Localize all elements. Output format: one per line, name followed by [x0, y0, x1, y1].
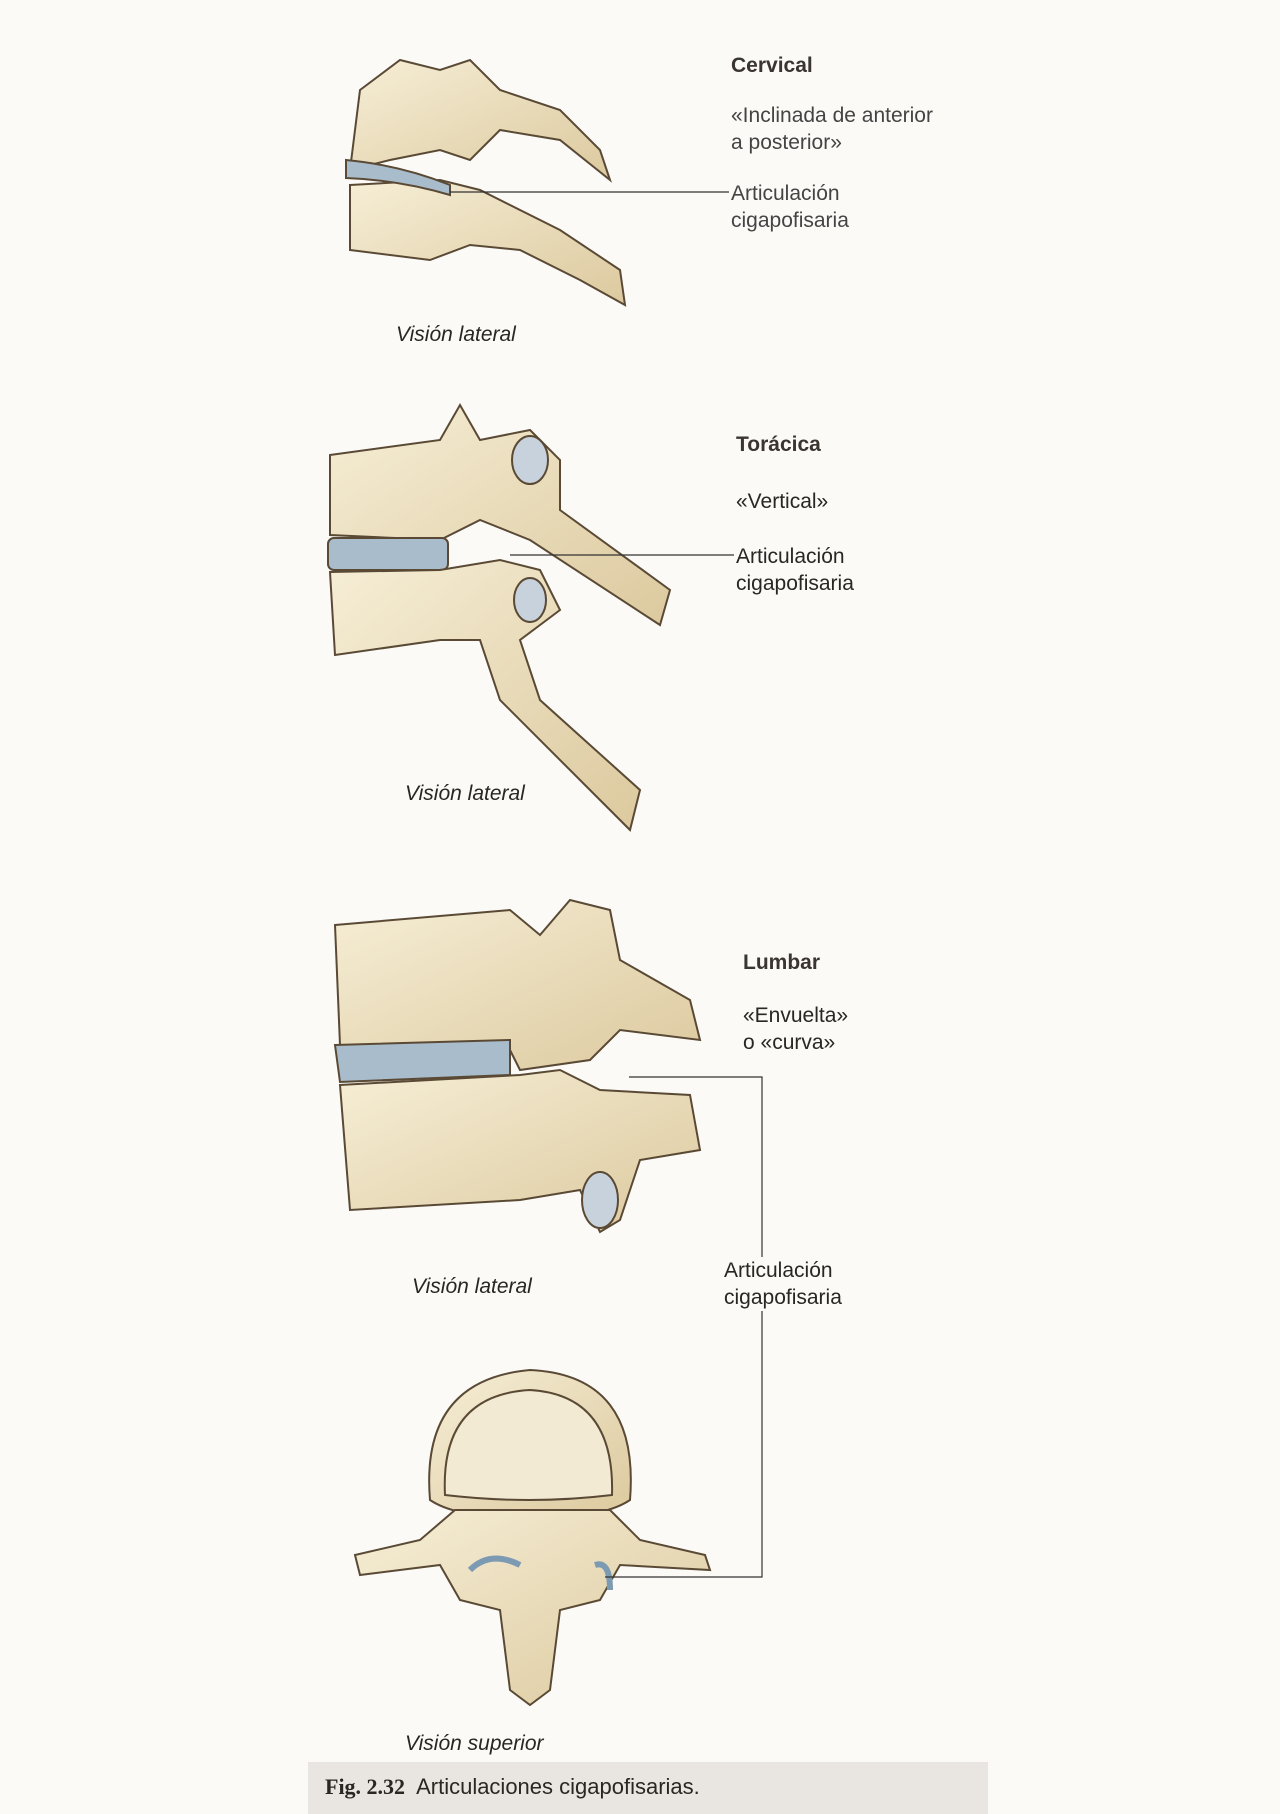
cervical-title: Cervical: [731, 54, 813, 77]
lumbar-orientation-2: o «curva»: [743, 1031, 836, 1054]
cervical-view-label: Visión lateral: [396, 323, 516, 346]
lumbar-superior-view-label: Visión superior: [405, 1732, 544, 1755]
thoracic-joint-label-2: cigapofisaria: [736, 572, 854, 595]
thoracic-title: Torácica: [736, 433, 821, 456]
lumbar-vertebrae: [333, 898, 702, 1234]
lumbar-vertebra-superior-view: [353, 1368, 712, 1707]
cervical-orientation-2: a posterior»: [731, 131, 842, 154]
cervical-joint-label-2: cigapofisaria: [731, 209, 849, 232]
lumbar-orientation-1: «Envuelta»: [743, 1004, 849, 1027]
cervical-orientation-1: «Inclinada de anterior: [731, 104, 933, 127]
cervical-vertebrae: [345, 58, 627, 307]
lumbar-title: Lumbar: [743, 951, 821, 974]
lumbar-joint-label-1: Articulación: [724, 1257, 833, 1284]
thoracic-joint-label-1: Articulación: [736, 545, 845, 568]
thoracic-orientation: «Vertical»: [736, 490, 829, 513]
figure-caption-text: Articulaciones cigapofisarias.: [416, 1774, 700, 1799]
lumbar-leader-line: [605, 1076, 763, 1578]
lumbar-joint-label-2: cigapofisaria: [724, 1284, 842, 1311]
lumbar-lateral-view-label: Visión lateral: [412, 1275, 532, 1298]
thoracic-vertebrae: [327, 402, 672, 832]
figure-caption: Fig. 2.32 Articulaciones cigapofisarias.: [325, 1774, 700, 1800]
thoracic-view-label: Visión lateral: [405, 782, 525, 805]
figure-number: Fig. 2.32: [325, 1774, 406, 1799]
caption-band: [308, 1762, 988, 1814]
cervical-joint-label-1: Articulación: [731, 182, 840, 205]
